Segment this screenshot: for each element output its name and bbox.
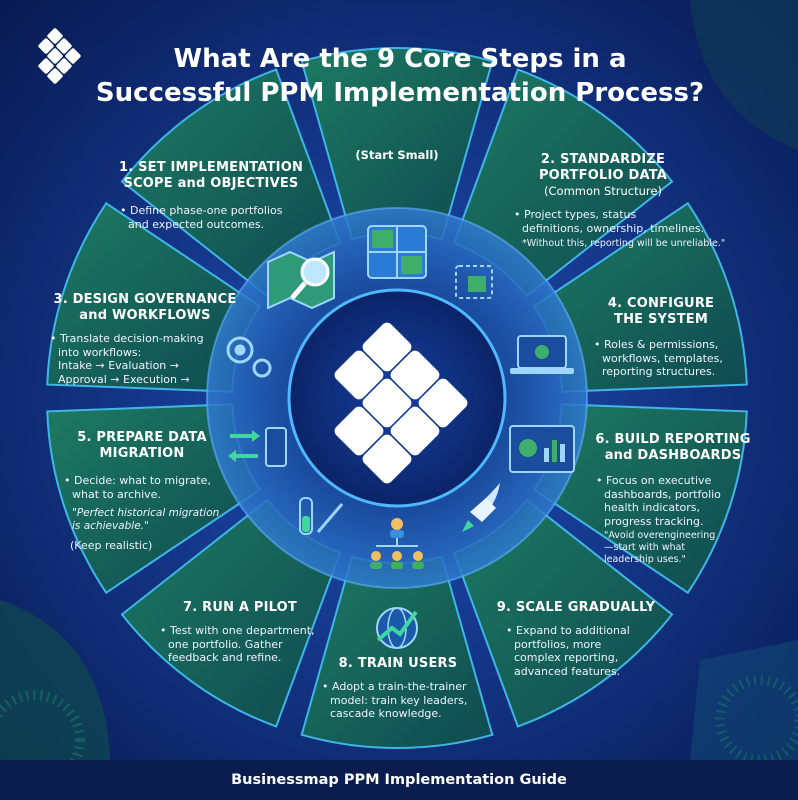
data-transfer-icon <box>228 427 287 467</box>
step-5-quote: "Perfect historical migration is achieva… <box>42 507 242 533</box>
step-8: 8. TRAIN USERS Adopt a train-the-trainer… <box>318 656 478 721</box>
step-5: 5. PREPARE DATA MIGRATION Decide: what t… <box>42 430 242 553</box>
step-5-title: MIGRATION <box>99 446 185 461</box>
body-line: Project types, status <box>514 208 728 222</box>
body-line: advanced features. <box>514 664 621 678</box>
body-line: reporting structures. <box>602 365 716 378</box>
step-6: 6. BUILD REPORTING and DASHBOARDS Focus … <box>590 432 756 566</box>
step-3-title: 3. DESIGN GOVERNANCE <box>53 292 237 307</box>
step-6-title: 6. BUILD REPORTING <box>595 432 751 447</box>
title-line: What Are the 9 Core Steps in a <box>173 44 627 74</box>
step-4-title: THE SYSTEM <box>614 312 708 327</box>
step-3-title: and WORKFLOWS <box>79 308 211 323</box>
step-1-title: 1. SET IMPLEMENTATION <box>118 160 304 175</box>
puzzle-piece-icon <box>455 265 493 299</box>
quote-line: "Avoid overengineering <box>604 530 716 541</box>
page-title: What Are the 9 Core Steps in a Successfu… <box>80 42 720 110</box>
step-4-body: Roles & permissions, workflows, template… <box>576 338 746 379</box>
step-2-title: PORTFOLIO DATA <box>538 168 668 183</box>
body-line: Define phase-one portfolios <box>120 204 336 218</box>
step-9-body: Expand to additional portfolios, more co… <box>476 624 676 678</box>
team-hierarchy-icon <box>370 518 424 569</box>
body-line: dashboards, portfolio <box>604 487 721 501</box>
body-line: Decide: what to migrate, <box>64 474 242 488</box>
step-7-body: Test with one department, one portfolio.… <box>140 624 340 665</box>
quote-line: is achievable." <box>72 520 149 532</box>
body-line: Approval → Execution → <box>58 372 190 386</box>
body-line: Intake → Evaluation → <box>58 359 179 372</box>
step-3-body: Translate decision-making into workflows… <box>40 332 250 386</box>
puzzle-icon <box>367 225 427 279</box>
globe-growth-icon <box>376 607 418 649</box>
quote-line: leadership uses." <box>604 554 686 565</box>
rocket-icon <box>462 482 500 532</box>
body-line: what to archive. <box>72 487 161 501</box>
step-2-title: 2. STANDARDIZE <box>540 152 666 167</box>
step-2-note: *Without this, reporting will be unrelia… <box>522 238 726 249</box>
step-3: 3. DESIGN GOVERNANCE and WORKFLOWS Trans… <box>40 292 250 386</box>
step-5-title: 5. PREPARE DATA <box>77 430 207 445</box>
body-line: feedback and refine. <box>168 651 282 664</box>
body-line: definitions, ownership, timelines. <box>522 221 705 235</box>
logo-diamonds-icon <box>334 322 468 484</box>
inner-ring-edge <box>206 207 588 589</box>
step-9-title: 9. SCALE GRADUALLY <box>496 600 656 615</box>
step-4: 4. CONFIGURE THE SYSTEM Roles & permissi… <box>576 296 746 379</box>
body-line: progress tracking. <box>604 514 704 528</box>
step-1-body: Define phase-one portfolios and expected… <box>86 204 336 231</box>
quote-line: "Perfect historical migration <box>72 507 220 519</box>
dashboard-icon <box>509 425 575 473</box>
quote-line: —start with what <box>604 542 686 553</box>
step-2: 2. STANDARDIZE PORTFOLIO DATA (Common St… <box>478 152 728 250</box>
body-line: Focus on executive <box>596 474 756 488</box>
body-line: one portfolio. Gather <box>168 637 283 651</box>
step-1-title: SCOPE and OBJECTIVES <box>123 176 299 191</box>
laptop-settings-icon <box>510 335 574 374</box>
step-2-subtitle: (Common Structure) <box>544 184 662 198</box>
body-line: and expected outcomes. <box>128 217 265 231</box>
step-8-title: 8. TRAIN USERS <box>338 656 458 671</box>
step-6-title: and DASHBOARDS <box>604 448 742 463</box>
body-line: into workflows: <box>58 345 142 359</box>
footer-band <box>0 760 798 800</box>
body-line: Roles & permissions, <box>594 338 746 352</box>
map-magnifier-icon <box>267 250 335 310</box>
step-9: 9. SCALE GRADUALLY Expand to additional … <box>476 600 676 678</box>
test-tube-icon <box>299 497 344 535</box>
step-7: 7. RUN A PILOT Test with one department,… <box>140 600 340 665</box>
corner-shape <box>690 0 798 150</box>
step-6-body: Focus on executive dashboards, portfolio… <box>590 474 756 528</box>
body-line: Adopt a train-the-trainer <box>322 680 478 694</box>
step-5-aside: (Keep realistic) <box>70 539 153 552</box>
step-5-body: Decide: what to migrate, what to archive… <box>42 474 242 501</box>
step-2-body: Project types, status definitions, owner… <box>478 208 728 235</box>
body-line: Expand to additional <box>506 624 676 638</box>
step-7-title: 7. RUN A PILOT <box>183 600 297 615</box>
body-line: cascade knowledge. <box>330 707 442 720</box>
body-line: portfolios, more <box>514 637 602 651</box>
footer-title: Businessmap PPM Implementation Guide <box>231 772 567 788</box>
body-line: Test with one department, <box>160 624 340 638</box>
body-line: model: train key leaders, <box>330 693 468 707</box>
step-4-title: 4. CONFIGURE <box>607 296 715 311</box>
logo-diamonds-icon <box>38 28 81 84</box>
body-line: health indicators, <box>604 501 700 514</box>
step-6-quote: "Avoid overengineering —start with what … <box>590 530 756 566</box>
title-line: Successful PPM Implementation Process? <box>95 78 705 108</box>
step-8-body: Adopt a train-the-trainer model: train k… <box>318 680 478 721</box>
body-line: workflows, templates, <box>602 351 723 365</box>
step-1: 1. SET IMPLEMENTATION SCOPE and OBJECTIV… <box>86 160 336 231</box>
body-line: complex reporting, <box>514 651 619 664</box>
top-segment-label: (Start Small) <box>355 148 439 162</box>
corner-shape <box>690 640 798 760</box>
body-line: Translate decision-making <box>50 332 250 346</box>
